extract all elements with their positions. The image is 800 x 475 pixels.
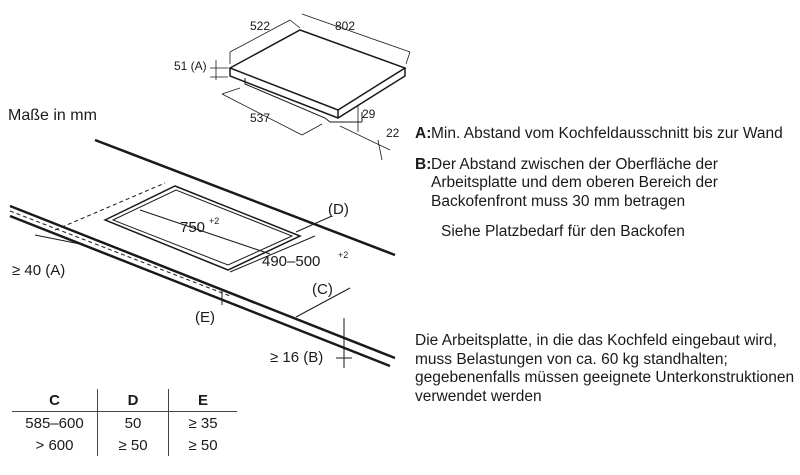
table-header: C xyxy=(12,389,98,412)
note-a: A: Min. Abstand vom Kochfeldausschnitt b… xyxy=(415,125,795,144)
cutout-depth-label: 490–500 xyxy=(262,253,320,270)
countertop-note: Die Arbeitsplatte, in die das Kochfeld e… xyxy=(415,332,795,405)
table-row: > 600 ≥ 50 ≥ 50 xyxy=(12,434,237,456)
label-e: (E) xyxy=(195,309,215,326)
table-header-row: C D E xyxy=(12,389,237,412)
label-a: ≥ 40 (A) xyxy=(12,262,65,279)
note-b-text: Der Abstand zwischen der Oberfläche der … xyxy=(431,155,718,210)
cutout-width-tol: +2 xyxy=(209,216,219,226)
label-b: ≥ 16 (B) xyxy=(270,349,323,366)
cutout-depth-tol: +2 xyxy=(338,250,348,260)
cutout-inner xyxy=(111,189,294,266)
units-label: Maße in mm xyxy=(8,107,97,124)
note-b-key: B: xyxy=(415,155,432,173)
countertop-back-edge xyxy=(94,138,396,257)
dim-line-22 xyxy=(339,125,391,151)
table-cell: ≥ 50 xyxy=(97,434,169,456)
label-c: (C) xyxy=(312,281,333,298)
countertop-front-lower-edge xyxy=(9,214,391,368)
dim-537: 537 xyxy=(250,111,270,125)
clearance-table: C D E 585–600 50 ≥ 35 > 600 ≥ 50 ≥ 50 xyxy=(12,389,237,456)
dim-line-802 xyxy=(301,13,411,53)
table-header: D xyxy=(97,389,169,412)
countertop-front-edge xyxy=(9,204,396,360)
note-b: B: Der Abstand zwischen der Oberfläche d… xyxy=(415,156,795,212)
note-a-key: A: xyxy=(415,125,432,142)
notes-panel: A: Min. Abstand vom Kochfeldausschnitt b… xyxy=(415,125,795,405)
hob-top-surface xyxy=(228,29,407,111)
table-row: 585–600 50 ≥ 35 xyxy=(12,411,237,434)
table-cell: 50 xyxy=(97,411,169,434)
dim-802: 802 xyxy=(335,19,355,33)
table-header: E xyxy=(168,389,237,412)
dim-22: 22 xyxy=(386,126,400,140)
table-cell: 585–600 xyxy=(12,411,98,434)
dim-522: 522 xyxy=(250,19,270,33)
table-cell: > 600 xyxy=(12,434,98,456)
table-cell: ≥ 50 xyxy=(188,436,218,454)
dim-51a: 51 (A) xyxy=(174,59,207,73)
arrow-750 xyxy=(139,209,271,255)
note-a-text: Min. Abstand vom Kochfeldausschnitt bis … xyxy=(431,125,783,142)
hob-3d-drawing: 522 802 51 (A) 537 29 22 xyxy=(174,13,411,161)
dim-29: 29 xyxy=(362,107,376,121)
arrow-490 xyxy=(229,235,316,273)
dim-line-537 xyxy=(221,93,303,136)
countertop-drawing: 750 +2 490–500 +2 (D) (C) (E) ≥ 40 (A) ≥… xyxy=(9,138,396,368)
label-d: (D) xyxy=(328,201,349,218)
cutout-outline xyxy=(103,185,302,271)
cutout-width-label: 750 xyxy=(180,219,205,236)
dim-line-522 xyxy=(229,19,291,53)
oven-note: Siehe Platzbedarf für den Backofen xyxy=(441,223,685,240)
table-cell: ≥ 35 xyxy=(188,414,218,432)
